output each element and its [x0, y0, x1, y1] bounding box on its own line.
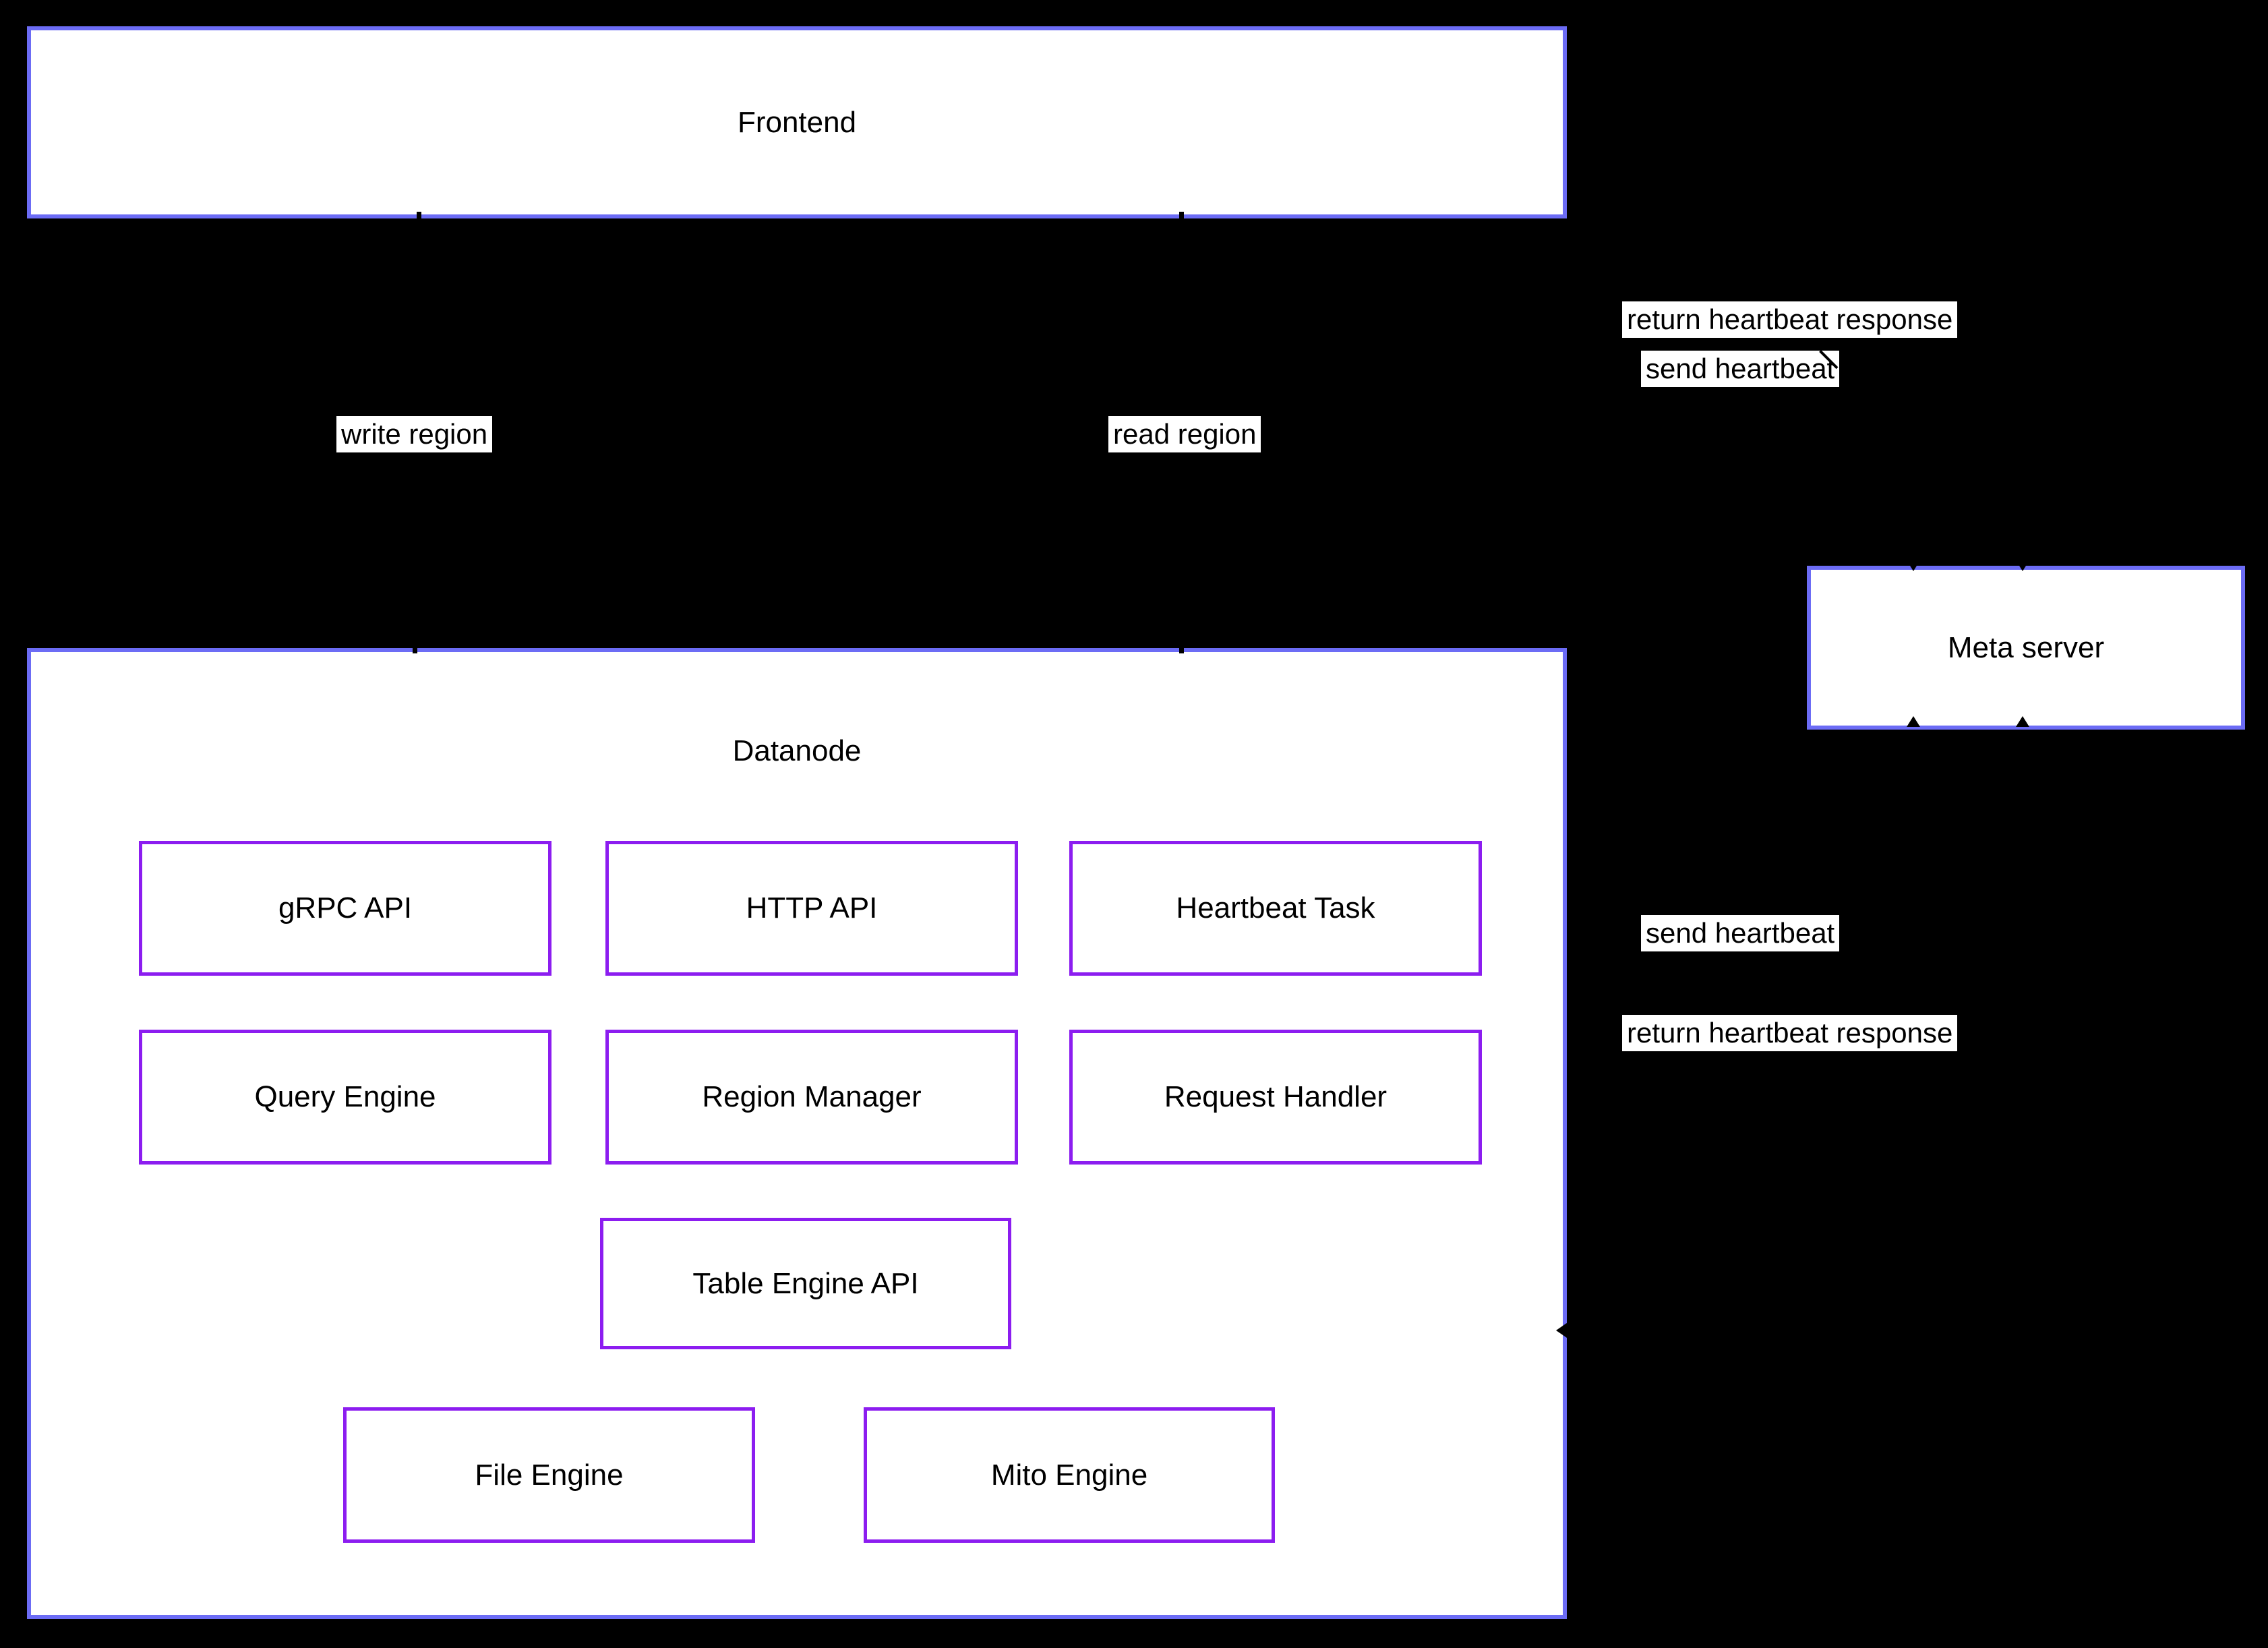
- mito-engine-node: Mito Engine: [864, 1407, 1275, 1543]
- frontend-node: Frontend: [27, 26, 1567, 218]
- arrowhead-datanode-right-icon: [1556, 1323, 1567, 1338]
- arrow-tick-datanode-read: [1179, 643, 1184, 653]
- region-manager-label: Region Manager: [702, 1080, 922, 1113]
- arrowhead-meta-bottom-out-icon: [2016, 716, 2029, 727]
- file-engine-node: File Engine: [343, 1407, 755, 1543]
- grpc-api-label: gRPC API: [278, 891, 413, 924]
- table-engine-api-label: Table Engine API: [692, 1266, 919, 1300]
- http-api-label: HTTP API: [746, 891, 878, 924]
- edge-label-read-region: read region: [1108, 416, 1261, 453]
- edge-label-return-heartbeat-bottom: return heartbeat response: [1622, 1015, 1958, 1052]
- datanode-label: Datanode: [732, 734, 862, 767]
- arrow-tick-frontend-read: [1179, 212, 1184, 220]
- meta-server-node: Meta server: [1807, 566, 2245, 730]
- edge-label-return-heartbeat-top: return heartbeat response: [1622, 301, 1958, 339]
- arrow-tick-datanode-write: [413, 643, 417, 653]
- file-engine-label: File Engine: [475, 1458, 624, 1492]
- http-api-node: HTTP API: [605, 841, 1018, 976]
- arrow-tick-frontend-write: [417, 212, 421, 220]
- arrowhead-meta-bottom-in-icon: [1907, 716, 1920, 727]
- table-engine-api-node: Table Engine API: [600, 1218, 1011, 1349]
- query-engine-label: Query Engine: [254, 1080, 436, 1113]
- request-handler-node: Request Handler: [1069, 1030, 1482, 1165]
- edge-label-send-heartbeat-bottom: send heartbeat: [1641, 915, 1840, 952]
- arrowhead-meta-top-in-icon: [1907, 560, 1920, 571]
- grpc-api-node: gRPC API: [139, 841, 551, 976]
- heartbeat-task-node: Heartbeat Task: [1069, 841, 1482, 976]
- heartbeat-task-label: Heartbeat Task: [1176, 891, 1375, 924]
- edge-label-write-region: write region: [336, 416, 493, 453]
- request-handler-label: Request Handler: [1164, 1080, 1387, 1113]
- edge-label-send-heartbeat-top: send heartbeat: [1641, 351, 1840, 388]
- query-engine-node: Query Engine: [139, 1030, 551, 1165]
- mito-engine-label: Mito Engine: [990, 1458, 1148, 1492]
- meta-server-label: Meta server: [1947, 630, 2105, 664]
- datanode-node: Datanode gRPC API HTTP API Heartbeat Tas…: [27, 648, 1567, 1619]
- region-manager-node: Region Manager: [605, 1030, 1018, 1165]
- arrowhead-meta-top-out-icon: [2016, 560, 2029, 571]
- frontend-label: Frontend: [737, 105, 857, 139]
